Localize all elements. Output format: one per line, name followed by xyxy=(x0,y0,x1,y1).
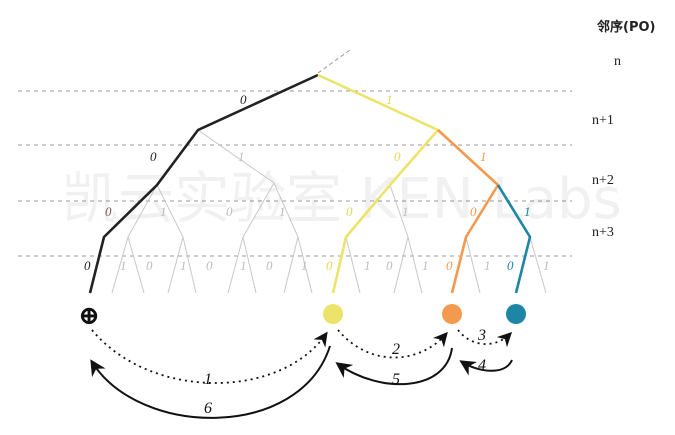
bit-label: 1 xyxy=(484,258,491,273)
bit-label: 0 xyxy=(470,204,477,219)
dotted-arrows xyxy=(91,329,513,384)
xor-node-icon: ⊕ xyxy=(78,301,100,331)
yellow-path xyxy=(317,73,441,294)
arrow-label-5: 5 xyxy=(392,371,400,388)
bit-label: 1 xyxy=(524,204,531,219)
bit-label: 1 xyxy=(238,149,245,164)
bit-label: 1 xyxy=(279,204,286,219)
bit-label: 0 xyxy=(346,204,353,219)
arrow-5 xyxy=(335,347,453,386)
bit-label: 0 xyxy=(84,258,91,273)
level-label-n2: n+2 xyxy=(592,173,614,188)
bit-label: 1 xyxy=(240,258,247,273)
level-label-n: n xyxy=(614,54,621,69)
solid-arrows xyxy=(90,345,513,419)
bit-label: 0 xyxy=(240,92,247,107)
black-path xyxy=(88,73,319,294)
arrow-4 xyxy=(459,359,513,376)
level-label-n3: n+3 xyxy=(592,225,614,240)
bit-label: 1 xyxy=(543,258,550,273)
yellow-node xyxy=(323,304,343,324)
bit-label: 1 xyxy=(301,258,308,273)
level-label-n1: n+1 xyxy=(592,113,614,128)
bit-label: 0 xyxy=(326,258,333,273)
bit-label: 0 xyxy=(150,149,157,164)
gray-bit-labels: 1 1 0 1 1 0 1 0 1 0 1 1 1 0 1 1 1 xyxy=(120,149,550,273)
orange-path xyxy=(437,129,500,294)
bit-label: 1 xyxy=(120,258,127,273)
top-continuation xyxy=(317,49,351,74)
arrow-label-2: 2 xyxy=(392,341,400,358)
header-title: 邻序(PO) xyxy=(596,19,655,35)
bit-label: 0 xyxy=(105,204,112,219)
bit-label: 1 xyxy=(402,204,409,219)
teal-bit-labels: 1 0 xyxy=(507,204,531,273)
bit-label: 0 xyxy=(266,258,273,273)
teal-path xyxy=(496,184,532,294)
orange-bit-labels: 1 0 0 xyxy=(446,149,487,273)
bit-label: 0 xyxy=(206,258,213,273)
arrow-label-3: 3 xyxy=(477,327,486,344)
arrow-6 xyxy=(90,345,331,419)
bit-label: 1 xyxy=(422,258,429,273)
bit-label: 0 xyxy=(507,258,514,273)
arrow-3 xyxy=(457,329,513,348)
bit-label: 0 xyxy=(146,258,153,273)
bit-label: 0 xyxy=(226,204,233,219)
arrow-label-6: 6 xyxy=(204,400,212,417)
yellow-bit-labels: 1 0 0 0 xyxy=(326,92,401,273)
bit-label: 1 xyxy=(160,204,167,219)
arrow-label-1: 1 xyxy=(204,371,212,388)
bit-label: 0 xyxy=(446,258,453,273)
bit-label: 1 xyxy=(480,149,487,164)
watermark: 凯云实验室 KEN Labs xyxy=(62,167,622,232)
bit-label: 1 xyxy=(386,92,393,107)
teal-node xyxy=(506,304,526,324)
bit-label: 0 xyxy=(394,149,401,164)
arrow-label-4: 4 xyxy=(478,357,486,374)
bit-label: 0 xyxy=(386,258,393,273)
bit-label: 1 xyxy=(364,258,371,273)
orange-node xyxy=(442,304,462,324)
gray-branches xyxy=(111,129,547,294)
bit-label: 1 xyxy=(180,258,187,273)
